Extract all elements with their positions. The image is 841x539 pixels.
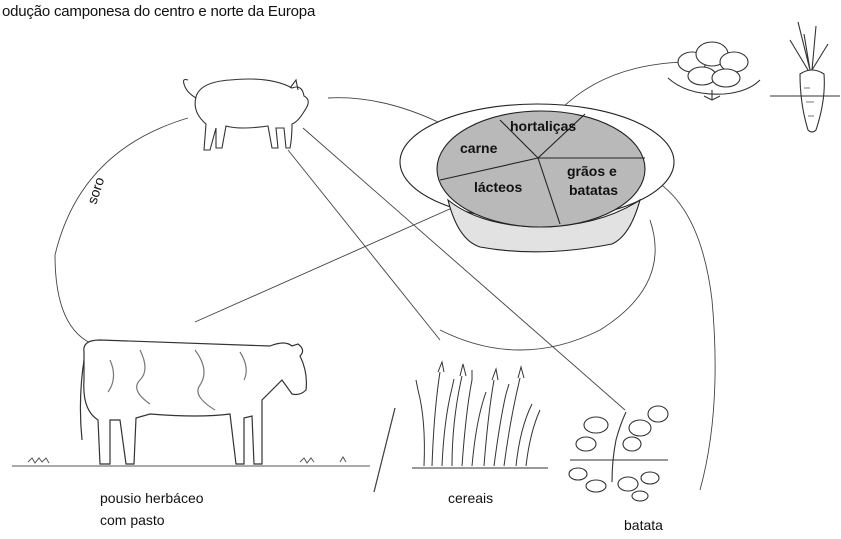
ground-line — [12, 456, 370, 467]
flow-soro-arc — [54, 117, 189, 346]
carrot-icon — [770, 21, 840, 133]
lettuce-icon — [667, 41, 761, 101]
bowl-segment-graos-2: batatas — [569, 182, 618, 198]
label-batata: batata — [624, 517, 663, 533]
flow-graos-right-arc — [644, 174, 716, 491]
divider-slash — [373, 407, 396, 493]
bowl-segment-lacteos: lácteos — [474, 179, 522, 195]
cow-icon — [79, 339, 307, 465]
diagram-title: odução camponesa do centro e norte da Eu… — [2, 3, 316, 20]
label-cereais: cereais — [448, 490, 494, 506]
label-pousio-line2: com pasto — [100, 512, 165, 528]
pig-icon — [182, 78, 309, 151]
flow-cow-to-lacteos — [194, 191, 489, 323]
label-pousio-line1: pousio herbáceo — [100, 490, 204, 506]
label-soro: soro — [84, 175, 108, 206]
potato-plant-icon — [568, 405, 669, 502]
bowl-segment-hortalicas: hortaliças — [510, 118, 576, 134]
flow-potato-to-pig — [302, 127, 626, 411]
flow-cereal-to-pig-1 — [287, 149, 441, 341]
flow-bowl-to-pig — [327, 97, 439, 123]
food-bowl-icon: carne hortaliças grãos e batatas lácteos — [399, 103, 675, 253]
cereal-plants-icon — [412, 360, 548, 469]
bowl-segment-carne: carne — [460, 140, 498, 156]
flow-bowl-lower-arc — [439, 219, 656, 351]
bowl-segment-graos-1: grãos e — [567, 163, 617, 179]
flow-lines — [54, 61, 716, 493]
